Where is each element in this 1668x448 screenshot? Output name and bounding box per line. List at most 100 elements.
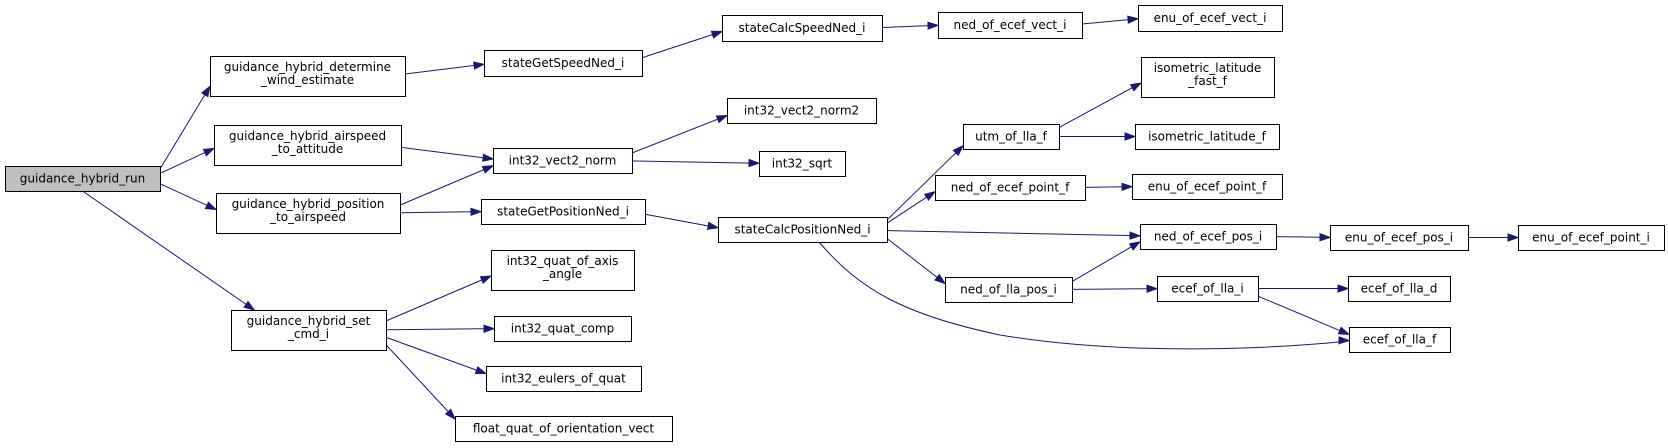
node-int32_quat_comp[interactable]: int32_quat_comp (494, 316, 632, 342)
node-box (718, 217, 888, 243)
node-box (216, 193, 401, 234)
node-ecef_of_lla_f[interactable]: ecef_of_lla_f (1349, 327, 1451, 353)
node-label: int32_vect2_norm (509, 154, 617, 168)
node-stateCalcPositionNed_i[interactable]: stateCalcPositionNed_i (718, 217, 888, 243)
node-box (1157, 276, 1259, 302)
node-label: guidance_hybrid_run (20, 172, 145, 186)
node-isometric_latitude_fast_f[interactable]: isometric_latitude_fast_f (1141, 57, 1275, 98)
node-int32_vect2_norm2[interactable]: int32_vect2_norm2 (727, 98, 877, 124)
edge-ecef_of_lla_i-to-ecef_of_lla_d (1258, 284, 1350, 293)
node-label: isometric_latitude (1154, 61, 1262, 75)
node-ned_of_ecef_point_f[interactable]: ned_of_ecef_point_f (935, 175, 1086, 201)
node-stateGetPositionNed_i[interactable]: stateGetPositionNed_i (481, 199, 646, 225)
arrowhead (200, 84, 211, 98)
edge-line (1257, 295, 1350, 335)
edge-line (641, 31, 723, 59)
arrowhead (479, 275, 493, 285)
node-box (727, 98, 877, 124)
node-label: enu_of_ecef_vect_i (1154, 11, 1267, 25)
edge-line (886, 230, 1141, 237)
edge-gh_set_cmd_i-to-float_quat_of_orientation_vect (385, 344, 457, 421)
node-label: int32_eulers_of_quat (501, 372, 626, 386)
node-box (455, 416, 673, 442)
edge-gh_set_cmd_i-to-int32_quat_comp (385, 324, 496, 333)
node-label: enu_of_ecef_pos_i (1345, 231, 1453, 245)
arrowhead (1507, 233, 1520, 242)
node-label: _fast_f (1187, 74, 1228, 88)
node-label: ecef_of_lla_i (1171, 282, 1244, 296)
arrowhead (204, 201, 218, 211)
node-label: int32_vect2_norm2 (744, 104, 859, 118)
node-label: isometric_latitude_f (1148, 130, 1267, 144)
node-int32_quat_of_axis_angle[interactable]: int32_quat_of_axis_angle (491, 250, 635, 291)
edge-line (82, 190, 255, 311)
node-ned_of_ecef_vect_i[interactable]: ned_of_ecef_vect_i (938, 12, 1083, 39)
arrowhead (1337, 326, 1351, 335)
edge-stateCalcPositionNed_i-to-ned_of_ecef_point_f (886, 190, 937, 224)
node-label: int32_sqrt (772, 157, 833, 171)
node-ecef_of_lla_d[interactable]: ecef_of_lla_d (1348, 276, 1451, 302)
node-gh_set_cmd_i[interactable]: guidance_hybrid_set_cmd_i (231, 310, 387, 351)
edge-line (886, 145, 964, 221)
node-box (494, 316, 632, 342)
node-ecef_of_lla_i[interactable]: ecef_of_lla_i (1157, 276, 1259, 302)
node-ned_of_ecef_pos_i[interactable]: ned_of_ecef_pos_i (1140, 224, 1277, 250)
node-gh_determine_wind[interactable]: guidance_hybrid_determine_wind_estimate (210, 56, 406, 97)
edge-guidance_hybrid_run-to-gh_set_cmd_i (82, 190, 256, 311)
node-box (231, 310, 387, 351)
edge-enu_of_ecef_pos_i-to-enu_of_ecef_point_i (1468, 233, 1520, 242)
arrowhead (481, 165, 495, 174)
edge-gh_position_to_airspeed-to-stateGetPositionNed_i (399, 207, 483, 217)
node-label: ecef_of_lla_f (1363, 333, 1437, 347)
node-label: stateGetSpeedNed_i (502, 56, 625, 70)
node-int32_vect2_norm[interactable]: int32_vect2_norm (493, 148, 633, 174)
node-int32_sqrt[interactable]: int32_sqrt (759, 151, 846, 177)
node-utm_of_lla_f[interactable]: utm_of_lla_f (963, 124, 1060, 150)
arrowhead (474, 366, 488, 375)
node-box (214, 125, 402, 166)
node-enu_of_ecef_point_i[interactable]: enu_of_ecef_point_i (1518, 225, 1665, 251)
node-gh_airspeed_to_attitude[interactable]: guidance_hybrid_airspeed_to_attitude (214, 125, 402, 166)
node-guidance_hybrid_run[interactable]: guidance_hybrid_run (5, 166, 161, 192)
node-ned_of_lla_pos_i[interactable]: ned_of_lla_pos_i (945, 277, 1073, 303)
edge-guidance_hybrid_run-to-gh_position_to_airspeed (159, 183, 218, 211)
arrowhead (934, 273, 947, 285)
arrowhead (1146, 284, 1159, 293)
edge-gh_determine_wind-to-stateGetSpeedNed_i (404, 61, 486, 75)
node-label: utm_of_lla_f (975, 130, 1048, 144)
node-box (938, 12, 1083, 39)
node-label: float_quat_of_orientation_vect (473, 422, 655, 436)
node-isometric_latitude_f[interactable]: isometric_latitude_f (1135, 124, 1280, 150)
node-float_quat_of_orientation_vect[interactable]: float_quat_of_orientation_vect (455, 416, 673, 442)
edge-line (159, 85, 211, 170)
arrowhead (952, 144, 965, 157)
arrowhead (1121, 182, 1134, 191)
node-label: ned_of_ecef_point_f (951, 181, 1070, 195)
node-box (945, 277, 1073, 303)
node-label: _wind_estimate (260, 73, 354, 87)
node-label: guidance_hybrid_set (247, 314, 371, 328)
arrowhead (243, 300, 256, 311)
node-box (722, 15, 883, 42)
node-box (935, 175, 1086, 201)
node-gh_position_to_airspeed[interactable]: guidance_hybrid_position_to_airspeed (216, 193, 401, 234)
node-enu_of_ecef_vect_i[interactable]: enu_of_ecef_vect_i (1138, 5, 1283, 32)
edge-line (631, 115, 728, 154)
edge-line (385, 336, 487, 375)
edge-ecef_of_lla_i-to-ecef_of_lla_f (1257, 295, 1351, 335)
edge-utm_of_lla_f-to-isometric_latitude_fast_f (1058, 82, 1143, 129)
node-stateGetSpeedNed_i[interactable]: stateGetSpeedNed_i (484, 50, 643, 77)
edge-ned_of_ecef_point_f-to-enu_of_ecef_point_f (1084, 182, 1134, 191)
node-label: guidance_hybrid_determine (224, 60, 391, 74)
node-box (1349, 327, 1451, 353)
edge-int32_vect2_norm-to-int32_vect2_norm2 (631, 114, 729, 154)
node-stateCalcSpeedNed_i[interactable]: stateCalcSpeedNed_i (722, 15, 883, 42)
edge-stateCalcPositionNed_i-to-ecef_of_lla_f (818, 241, 1351, 350)
node-int32_eulers_of_quat[interactable]: int32_eulers_of_quat (486, 366, 642, 392)
edge-line (886, 238, 946, 284)
edge-line (1058, 82, 1142, 129)
node-box (1330, 225, 1469, 251)
node-enu_of_ecef_pos_i[interactable]: enu_of_ecef_pos_i (1330, 225, 1469, 251)
node-enu_of_ecef_point_f[interactable]: enu_of_ecef_point_f (1132, 174, 1283, 200)
